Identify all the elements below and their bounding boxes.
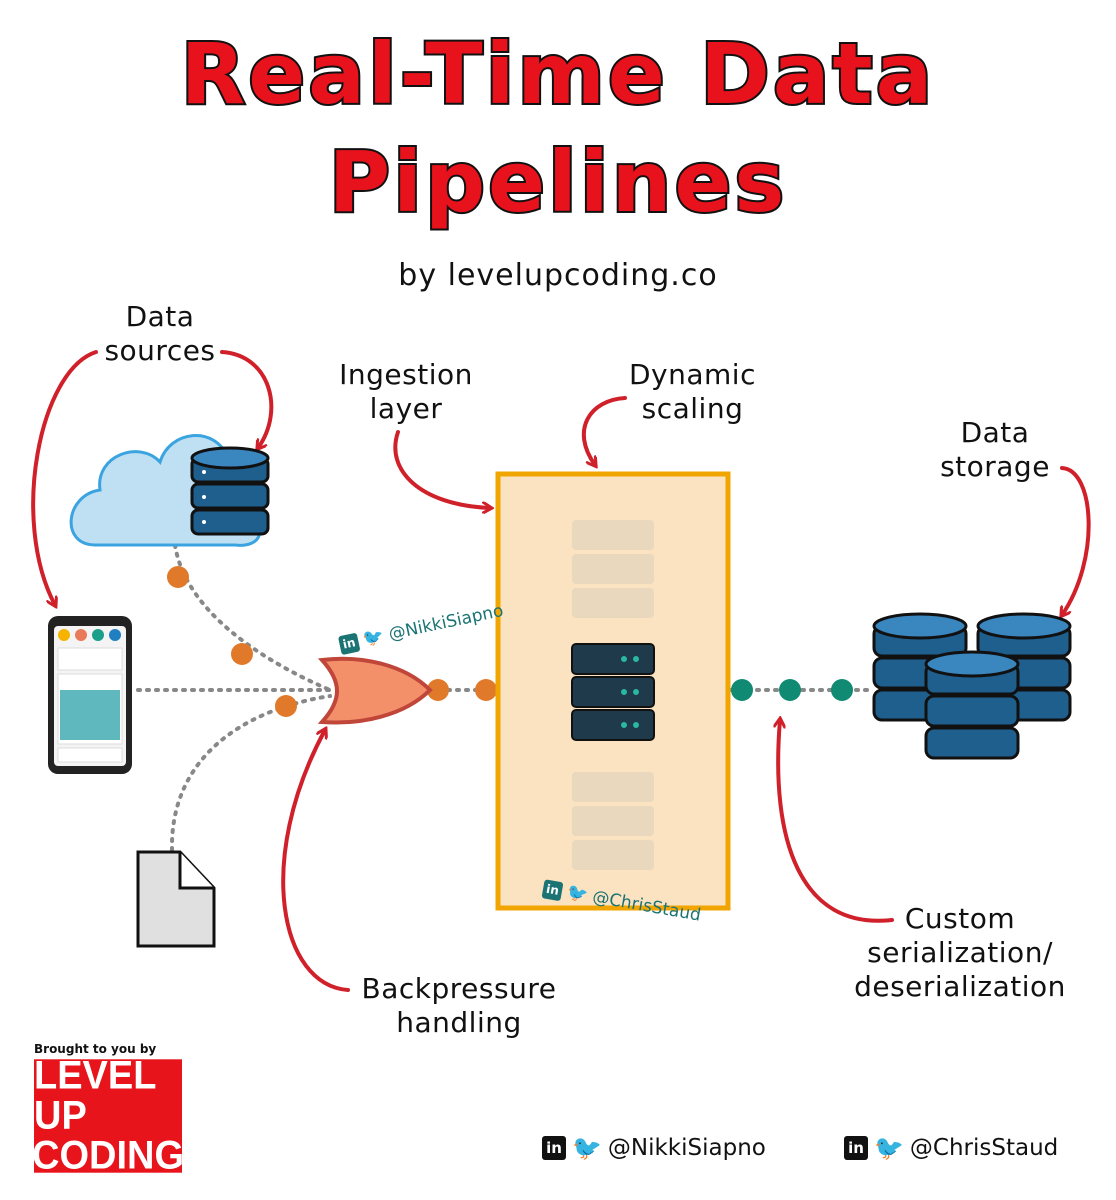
label-ingestion-layer: Ingestion layer (326, 358, 486, 426)
title-line-2: Pipelines (327, 133, 788, 231)
brought-to-you-text: Brought to you by (34, 1042, 157, 1056)
level-up-coding-logo[interactable]: LEVEL UP CODING (32, 1054, 184, 1176)
faded-server-stack-top (572, 520, 654, 618)
linkedin-icon: in (844, 1136, 868, 1160)
arrow-storage (1062, 466, 1091, 615)
footer-handle-nikki[interactable]: in 🐦 @NikkiSiapno (542, 1134, 766, 1162)
flow-dot (167, 566, 189, 588)
label-line: Backpressure (361, 972, 557, 1005)
handle-text: @NikkiSiapno (607, 1135, 766, 1161)
faded-server-stack-bottom (572, 772, 654, 870)
label-line: Ingestion (339, 358, 473, 391)
footer-handle-chris[interactable]: in 🐦 @ChrisStaud (844, 1134, 1058, 1162)
flow-dots (167, 566, 853, 717)
server-stack-icon (571, 643, 655, 741)
connector-cloud-to-gate (173, 543, 332, 692)
flow-dot (831, 679, 853, 701)
label-line: Data (960, 416, 1030, 449)
database-icon (190, 446, 270, 536)
file-icon (136, 850, 216, 948)
label-line: Dynamic (629, 358, 756, 391)
arrow-backpressure (281, 730, 350, 992)
data-storage-icon (872, 612, 1072, 760)
logo-line-1: LEVEL UP (34, 1054, 156, 1139)
label-line: deserialization (854, 970, 1066, 1003)
linkedin-icon: in (542, 1136, 566, 1160)
byline: by levelupcoding.co (398, 258, 718, 293)
arrow-scaling (581, 396, 627, 465)
label-dynamic-scaling: Dynamic scaling (620, 358, 765, 426)
flow-dot (275, 695, 297, 717)
label-line: storage (940, 450, 1050, 483)
flow-dot (731, 679, 753, 701)
arrow-sources-to-db (220, 350, 274, 448)
handle-text: @ChrisStaud (909, 1135, 1059, 1161)
linkedin-icon: in (541, 878, 564, 901)
backpressure-gate-icon (317, 656, 433, 725)
label-backpressure-handling: Backpressure handling (348, 972, 570, 1040)
flow-dot (475, 679, 497, 701)
connector-file-to-gate (169, 694, 332, 852)
smartphone-icon (48, 616, 132, 774)
label-line: sources (104, 334, 216, 367)
flow-dot (779, 679, 801, 701)
flow-dot (231, 643, 253, 665)
label-line: Custom (904, 902, 1016, 935)
twitter-icon: 🐦 (572, 1134, 602, 1162)
label-line: Data (125, 300, 195, 333)
twitter-icon: 🐦 (874, 1134, 904, 1162)
linkedin-icon: in (337, 632, 361, 655)
annotation-arrows (31, 350, 1091, 992)
logo-line-2: CODING (32, 1133, 184, 1178)
label-data-storage: Data storage (925, 416, 1065, 484)
arrow-ingestion (393, 430, 490, 508)
flow-dot (427, 679, 449, 701)
label-data-sources: Data sources (95, 300, 225, 368)
label-line: scaling (641, 392, 744, 425)
title-line-1: Real-Time Data (179, 25, 936, 123)
label-custom-serialization: Custom serialization/ deserialization (842, 902, 1078, 1004)
arrow-serialization (778, 720, 894, 923)
arrow-sources-to-phone (31, 350, 98, 605)
label-line: handling (396, 1006, 522, 1039)
label-line: layer (369, 392, 443, 425)
label-line: serialization/ (867, 936, 1053, 969)
twitter-icon: 🐦 (565, 882, 590, 906)
